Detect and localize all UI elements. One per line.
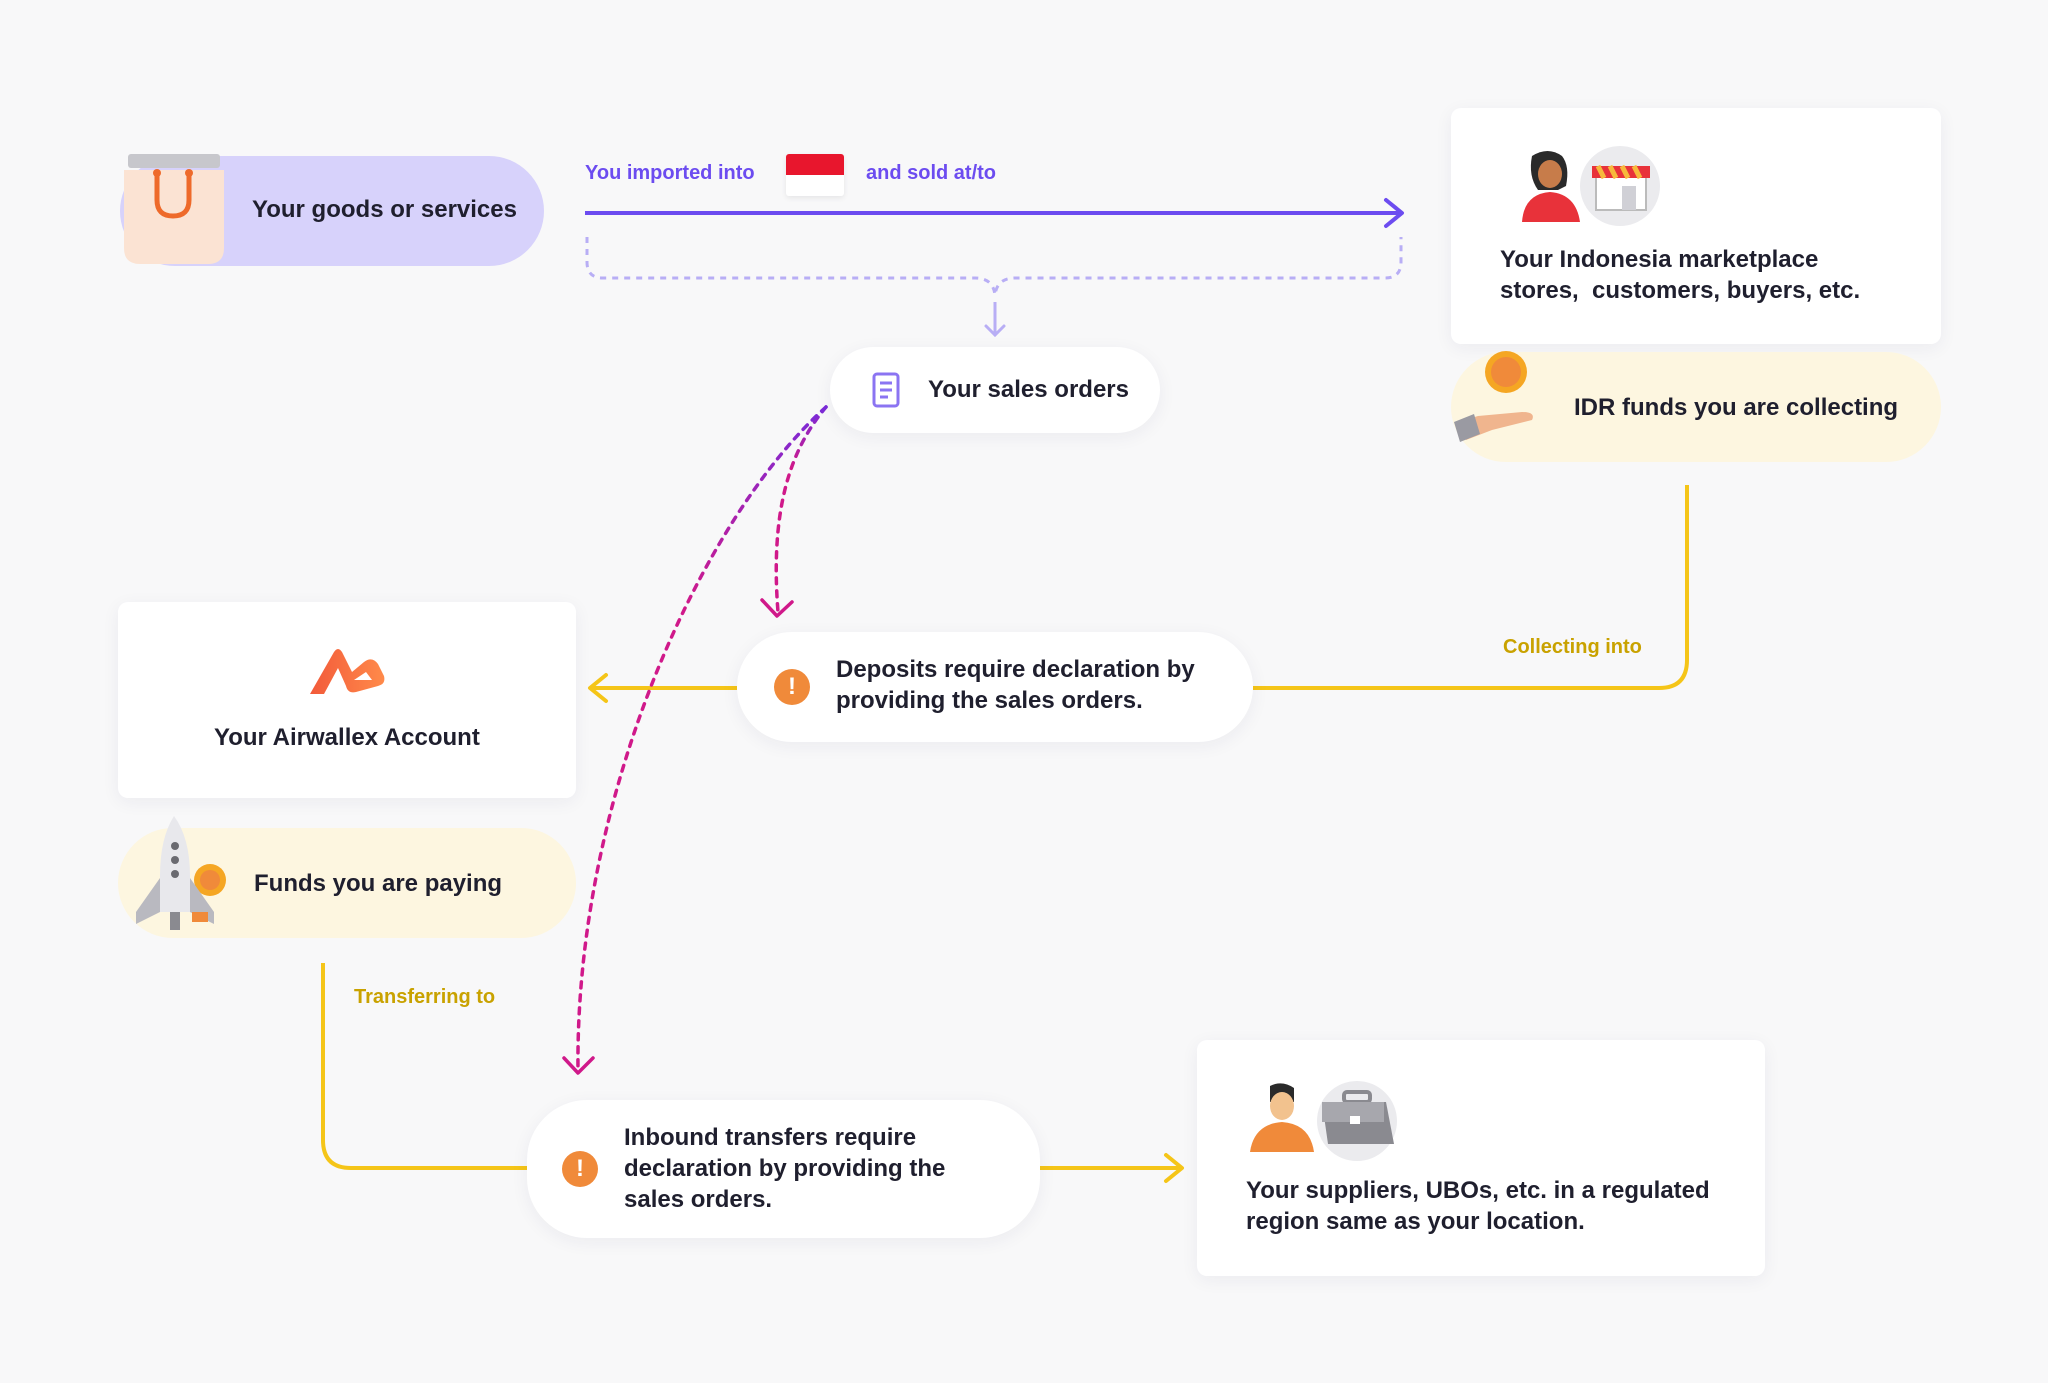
hand-coin-icon (1452, 346, 1562, 446)
airwallex-account-card (118, 602, 576, 798)
deposits-pill (737, 632, 1253, 742)
airwallex-logo-icon (306, 646, 388, 700)
import-arrow-head (1384, 198, 1404, 228)
inbound-text-line1: Inbound transfers require (624, 1124, 917, 1151)
imported-into-label: You imported into (585, 162, 755, 184)
airwallex-account-label: Your Airwallex Account (214, 724, 480, 751)
suppliers-card (1197, 1040, 1765, 1276)
sold-at-label: and sold at/to (866, 162, 996, 184)
storefront-icon (1578, 146, 1662, 226)
funds-paying-label: Funds you are paying (254, 870, 503, 897)
sales-orders-label: Your sales orders (928, 376, 1129, 403)
rocket-icon (130, 816, 232, 934)
idr-funds-pill (1451, 352, 1941, 462)
collecting-into-label: Collecting into (1503, 636, 1642, 658)
briefcase-icon (1314, 1080, 1400, 1162)
inbound-pill (527, 1100, 1040, 1238)
goods-label: Your goods or services (252, 196, 517, 223)
transferring-to-label: Transferring to (354, 986, 496, 1008)
document-icon (872, 372, 900, 408)
collecting-line (1253, 485, 1689, 690)
idr-funds-label: IDR funds you are collecting (1574, 394, 1899, 421)
marketplace-text-line2: stores, customers, buyers, etc. (1500, 277, 1861, 304)
transferring-line (321, 963, 527, 1170)
inbound-text-line2: declaration by providing the (624, 1155, 946, 1182)
marketplace-card (1451, 108, 1941, 344)
shopping-bag-icon (122, 148, 226, 266)
warning-icon: ! (774, 669, 810, 705)
suppliers-text-line1: Your suppliers, UBOs, etc. in a regulate… (1246, 1177, 1710, 1204)
inbound-text-line3: sales orders. (624, 1186, 773, 1213)
sales-to-inbound-curve (576, 405, 828, 1072)
seller-person-icon (1518, 146, 1588, 222)
deposit-arrow-head (588, 673, 608, 703)
dashed-bracket (585, 237, 1403, 296)
sales-to-deposits-curve (774, 405, 828, 614)
marketplace-text-line1: Your Indonesia marketplace (1500, 246, 1819, 273)
deposits-text-line2: providing the sales orders. (836, 687, 1143, 714)
suppliers-text-line2: region same as your location. (1246, 1208, 1585, 1235)
warning-icon: ! (562, 1151, 598, 1187)
supplier-person-icon (1248, 1082, 1318, 1152)
inbound-arrow-head (1164, 1153, 1184, 1183)
indonesia-flag-icon (786, 154, 844, 196)
deposits-text-line1: Deposits require declaration by (836, 656, 1195, 683)
